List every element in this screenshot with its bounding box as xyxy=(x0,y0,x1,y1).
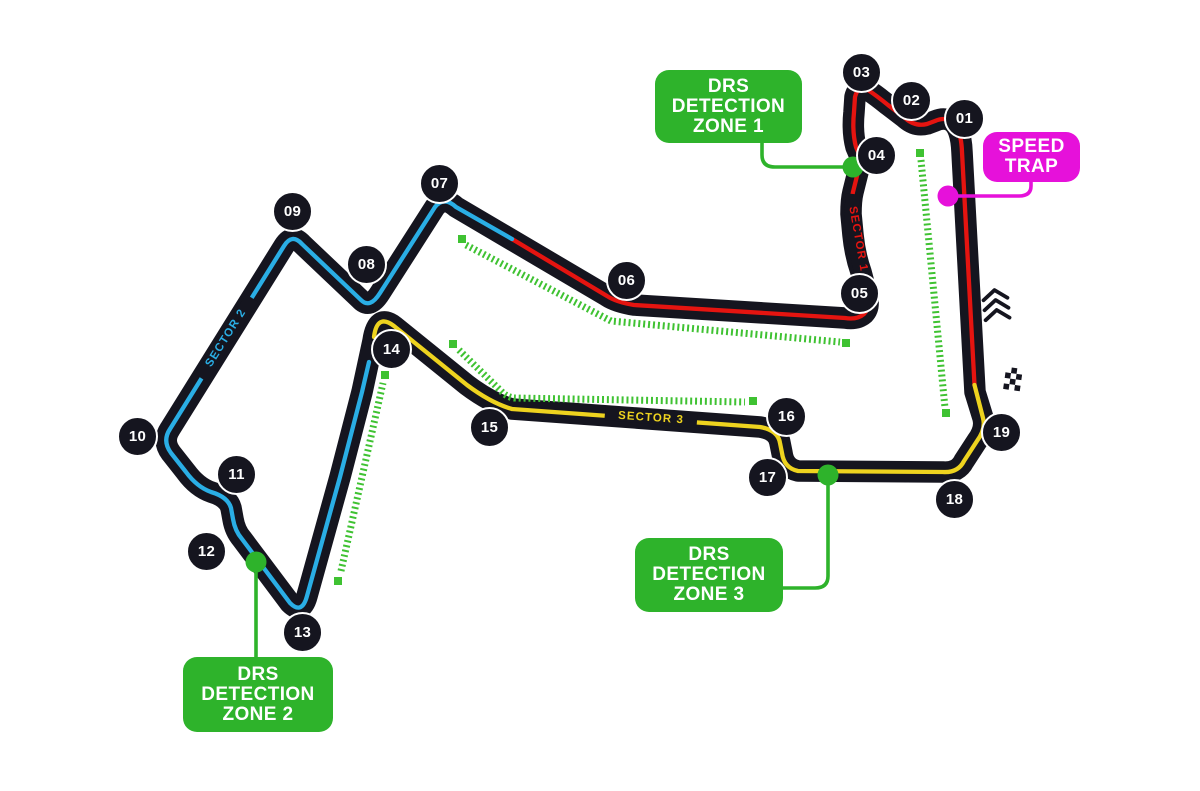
turn-badge-05: 05 xyxy=(839,273,880,314)
sector2-label-gap xyxy=(195,294,258,382)
speed-trap-box: SPEED TRAP xyxy=(983,132,1080,182)
turn-badge-13: 13 xyxy=(282,612,323,653)
drs1-line1: DRS xyxy=(707,75,750,97)
drs1-connector-line xyxy=(760,143,853,169)
drs2-detection-dot xyxy=(245,551,267,573)
turn-badge-14: 14 xyxy=(371,329,412,370)
drs-zone-end-square xyxy=(458,235,466,243)
turn-badge-08: 08 xyxy=(346,244,387,285)
turn-badge-07: 07 xyxy=(419,163,460,204)
drs-zone-end-square xyxy=(842,339,850,347)
sector2-label: SECTOR 2 xyxy=(203,307,248,369)
drs-detection-zone-3-box: DRS DETECTION ZONE 3 xyxy=(635,538,783,612)
drs-zone-end-square xyxy=(916,149,924,157)
drs-zone-end-square xyxy=(381,371,389,379)
drs2-line3: ZONE 2 xyxy=(222,703,294,725)
drs3-connector-line xyxy=(783,478,830,590)
drs3-line1: DRS xyxy=(688,544,730,565)
sector3-label: SECTOR 3 xyxy=(618,410,685,427)
drs1-line3: ZONE 1 xyxy=(692,115,765,137)
drs3-line2: DETECTION xyxy=(652,564,766,585)
drs-zone-end-square xyxy=(449,340,457,348)
drs-zone-end-square xyxy=(334,577,342,585)
drs-zone-end-square xyxy=(749,397,757,405)
sector3-label-gap xyxy=(604,406,698,428)
speed-trap-dot xyxy=(937,185,959,207)
sector2-line xyxy=(164,199,515,610)
turn-badge-10: 10 xyxy=(117,416,158,457)
turn-badge-11: 11 xyxy=(216,454,257,495)
drs-zone-dotted-lines xyxy=(334,149,950,585)
turn-badge-09: 09 xyxy=(272,191,313,232)
speed-trap-line1: SPEED xyxy=(998,136,1065,157)
turn-badge-19: 19 xyxy=(981,412,1022,453)
turn-badge-15: 15 xyxy=(469,407,510,448)
drs3-detection-dot xyxy=(817,464,839,486)
drs-zone-dotted-turn15-16 xyxy=(456,347,746,406)
turn-badge-01: 01 xyxy=(944,98,985,139)
drs3-line3: ZONE 3 xyxy=(673,584,745,605)
drs-detection-zone-2-box: DRS DETECTION ZONE 2 xyxy=(183,657,333,732)
drs2-line2: DETECTION xyxy=(201,683,315,705)
drs-detection-zone-1-box: DRS DETECTION ZONE 1 xyxy=(655,70,802,143)
turn-badge-04: 04 xyxy=(856,135,897,176)
checkered-flag-icon xyxy=(1003,367,1023,392)
turn-badge-03: 03 xyxy=(841,52,882,93)
drs-zone-dotted-back-straight xyxy=(464,241,841,346)
turn-badge-06: 06 xyxy=(606,260,647,301)
sector3-line xyxy=(371,319,986,475)
turn-badge-12: 12 xyxy=(186,531,227,572)
drs2-line1: DRS xyxy=(237,663,279,685)
turn-badge-17: 17 xyxy=(747,457,788,498)
turn-badge-02: 02 xyxy=(891,80,932,121)
speed-trap-connector-line xyxy=(948,181,1033,198)
drs1-line2: DETECTION xyxy=(671,95,786,117)
chevrons-up-icon xyxy=(981,288,1012,323)
turn-badge-18: 18 xyxy=(934,479,975,520)
drs-zone-dotted-main-straight xyxy=(917,159,949,409)
turn-badge-16: 16 xyxy=(766,396,807,437)
drs-zone-end-square xyxy=(942,409,950,417)
speed-trap-line2: TRAP xyxy=(1004,156,1059,177)
